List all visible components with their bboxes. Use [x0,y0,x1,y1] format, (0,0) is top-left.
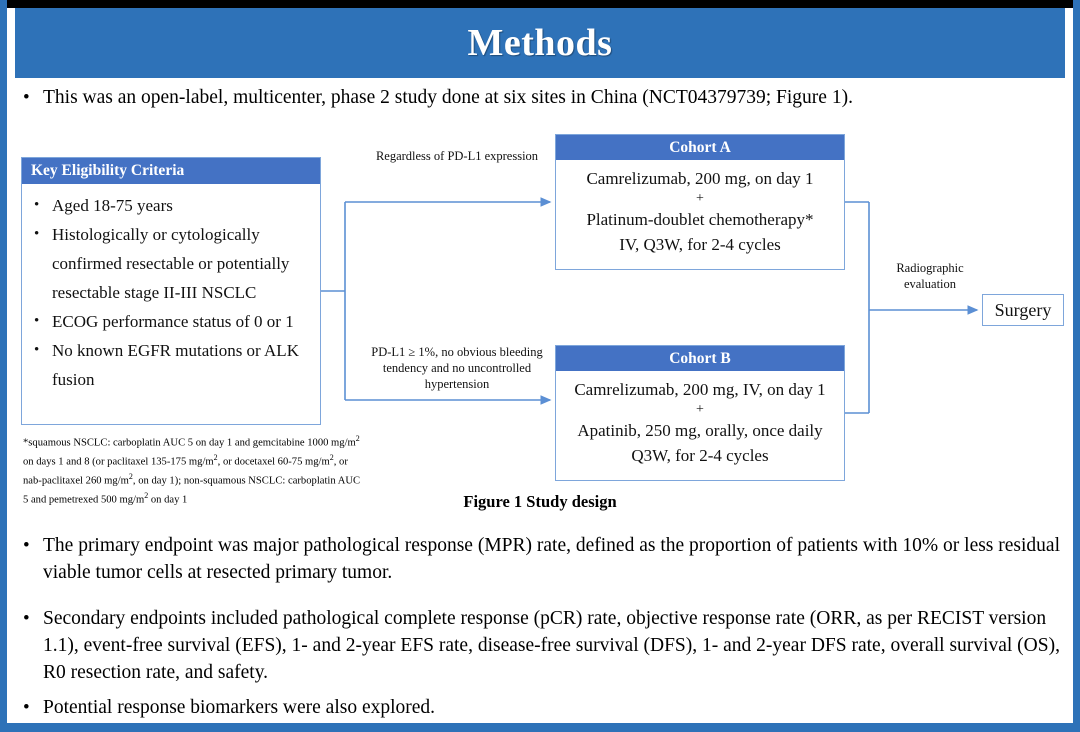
figure-caption: Figure 1 Study design [463,492,617,511]
cohort-b-box: Cohort B Camrelizumab, 200 mg, IV, on da… [555,345,845,481]
cohort-a-plus: + [696,191,704,206]
bullet-marker: • [23,535,30,556]
eligibility-item-text: Aged 18-75 years [52,196,173,215]
bullet-marker: • [34,226,40,242]
intro-bullet-row: • This was an open-label, multicenter, p… [17,84,1063,111]
secondary-endpoint-bullet-row: • Secondary endpoints included pathologi… [17,605,1063,686]
slide-bottom-bar [0,723,1080,732]
eligibility-item-text: ECOG performance status of 0 or 1 [52,312,294,331]
cohort-a-line-1: Camrelizumab, 200 mg, on day 1 [586,169,814,188]
slide-right-rail [1073,0,1080,732]
biomarker-text: Potential response biomarkers were also … [43,697,436,718]
cohort-b-plus: + [696,402,704,417]
connector-label-cohort-b: PD-L1 ≥ 1%, no obvious bleeding tendency… [371,345,543,391]
intro-bullet-text: This was an open-label, multicenter, pha… [43,87,853,108]
cohort-b-body: Camrelizumab, 200 mg, IV, on day 1 + Apa… [556,371,844,476]
bullet-marker: • [34,342,40,358]
cohort-b-header: Cohort B [556,346,844,371]
cohort-a-header: Cohort A [556,135,844,160]
eligibility-box-header: Key Eligibility Criteria [22,158,320,184]
study-design-diagram: Key Eligibility Criteria • Aged 18-75 ye… [7,120,1073,510]
cohort-a-line-3: IV, Q3W, for 2-4 cycles [619,235,781,254]
cohort-b-line-3: Q3W, for 2-4 cycles [631,446,769,465]
bullet-marker: • [23,608,30,629]
bullet-marker: • [34,313,40,329]
eligibility-criteria-box: Key Eligibility Criteria • Aged 18-75 ye… [21,157,321,425]
cohort-b-line-1: Camrelizumab, 200 mg, IV, on day 1 [574,380,826,399]
connector-label-cohort-a: Regardless of PD-L1 expression [375,149,539,163]
eligibility-item-text: No known EGFR mutations or ALK fusion [52,341,299,389]
cohort-b-line-2: Apatinib, 250 mg, orally, once daily [577,421,823,440]
biomarker-bullet-row: • Potential response biomarkers were als… [17,694,1063,721]
list-item: • Aged 18-75 years [26,191,316,220]
connector-label-surgery: Radiographic evaluation [896,261,964,291]
surgery-box: Surgery [982,294,1064,326]
chemotherapy-footnote: *squamous NSCLC: carboplatin AUC 5 on da… [23,434,361,506]
slide-canvas: Methods • This was an open-label, multic… [7,8,1073,723]
list-item: • Histologically or cytologically confir… [26,220,316,307]
primary-endpoint-bullet-row: • The primary endpoint was major patholo… [17,532,1063,586]
cohort-a-line-2: Platinum-doublet chemotherapy* [586,210,814,229]
cohort-a-body: Camrelizumab, 200 mg, on day 1 + Platinu… [556,160,844,265]
page-title: Methods [467,22,613,64]
surgery-label: Surgery [994,299,1052,320]
title-banner: Methods [15,8,1065,78]
secondary-endpoint-text: Secondary endpoints included pathologica… [43,608,1060,683]
eligibility-item-text: Histologically or cytologically confirme… [52,225,290,302]
eligibility-criteria-list: • Aged 18-75 years • Histologically or c… [22,184,320,394]
bullet-marker: • [34,197,40,213]
bullet-marker: • [23,87,30,108]
list-item: • No known EGFR mutations or ALK fusion [26,336,316,394]
slide-left-rail [0,0,7,732]
primary-endpoint-text: The primary endpoint was major pathologi… [43,535,1060,583]
cohort-a-box: Cohort A Camrelizumab, 200 mg, on day 1 … [555,134,845,270]
bullet-marker: • [23,697,30,718]
list-item: • ECOG performance status of 0 or 1 [26,307,316,336]
